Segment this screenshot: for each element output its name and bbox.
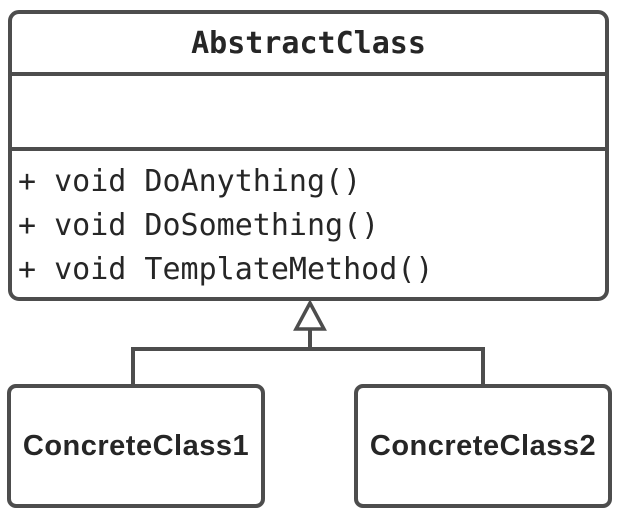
class-node-concreteclass1[interactable]: ConcreteClass1	[7, 384, 265, 508]
method-label: + void DoSomething()	[18, 208, 380, 243]
class-node-abstractclass[interactable]: AbstractClass + void DoAnything() + void…	[8, 10, 609, 301]
class-name-label: ConcreteClass1	[22, 429, 250, 462]
method-label: + void TemplateMethod()	[18, 252, 434, 287]
methods-compartment: + void DoAnything() + void DoSomething()…	[12, 151, 605, 297]
class-name-label: AbstractClass	[12, 14, 605, 76]
connector-branch-line	[131, 347, 485, 386]
inheritance-arrowhead-icon	[293, 299, 327, 331]
attributes-compartment	[12, 76, 605, 151]
class-node-concreteclass2[interactable]: ConcreteClass2	[354, 384, 612, 508]
class-name-label: ConcreteClass2	[369, 429, 597, 462]
method-label: + void DoAnything()	[18, 164, 362, 199]
